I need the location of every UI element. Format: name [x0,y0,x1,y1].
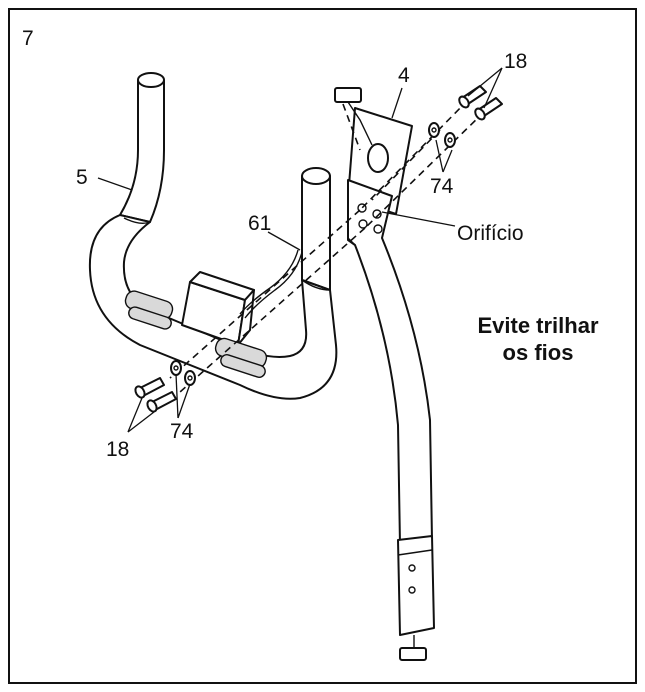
callout-bolt-top: 18 [504,50,527,73]
callout-wire: 61 [248,212,271,235]
assembly-guide-lines [169,99,485,393]
callout-upright-plate: 4 [398,64,410,87]
handlebar-part-5 [88,72,338,400]
callout-washer-top: 74 [430,175,454,198]
callout-handlebar: 5 [76,166,88,189]
note-line-1: Evite trilhar [477,313,598,338]
upright-part-4 [347,107,435,661]
callout-bolt-bottom: 18 [106,438,129,461]
callout-washer-bottom: 74 [170,420,194,443]
washers-top-74 [428,122,456,148]
leader-lines [97,67,503,433]
bolts-top-18 [458,85,503,121]
wire-part-61 [239,249,303,319]
bolts-bottom-18 [134,377,177,413]
callout-hole: Orifício [457,222,524,245]
upright-wire-connector [334,87,373,151]
note-line-2: os fios [503,340,574,365]
step-number: 7 [22,27,34,50]
